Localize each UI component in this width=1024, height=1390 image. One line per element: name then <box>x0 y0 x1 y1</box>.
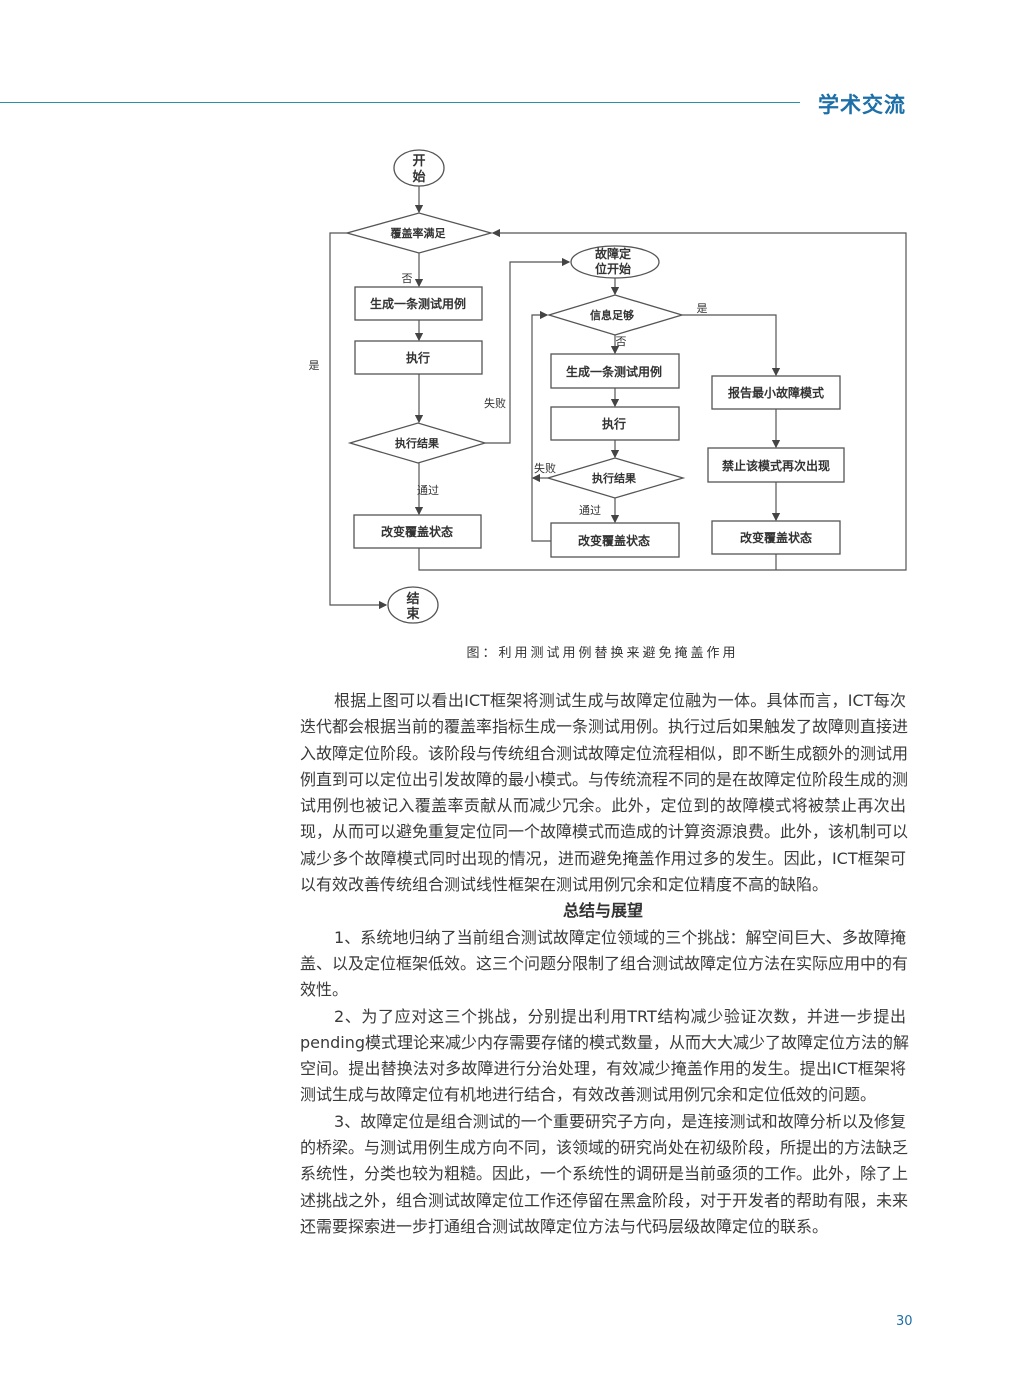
change-coverage-box <box>353 514 482 549</box>
text-line: 效性。 <box>300 980 349 1000</box>
text-line: 空间。提出替换法对多故障进行分治处理，有效减少掩盖作用的发生。提出ICT框架将 <box>300 1059 906 1079</box>
arrow-yes <box>682 314 781 377</box>
info-enough-decision <box>546 294 685 336</box>
execute-label-inner: 执行 <box>602 416 626 431</box>
execute-box-inner <box>550 406 680 441</box>
pass-label-inner: 通过 <box>579 504 601 517</box>
text-line: 减少多个故障模式同时出现的情况，进而避免掩盖作用过多的发生。因此，ICT框架可 <box>300 848 906 868</box>
text-line: 入故障定位阶段。该阶段与传统组合测试故障定位流程相似，即不断生成额外的测试用 <box>300 743 909 763</box>
section-heading: 总结与展望 <box>562 901 643 921</box>
text-line: 测试生成与故障定位有机地进行结合，有效改善测试用例冗余和定位低效的问题。 <box>300 1085 877 1105</box>
report-min-box <box>711 375 841 410</box>
change-coverage-box-right <box>711 520 841 555</box>
exec-result-label-inner: 执行结果 <box>592 471 636 485</box>
arrow-inner-loop <box>531 310 551 542</box>
change-coverage-label-inner: 改变覆盖状态 <box>578 533 650 548</box>
text-line: 1、系统地归纳了当前组合测试故障定位领域的三个挑战：解空间巨大、多故障掩 <box>334 927 906 947</box>
execute-label: 执行 <box>406 350 430 365</box>
change-coverage-label: 改变覆盖状态 <box>381 524 453 539</box>
text-line: 现，从而可以避免重复定位同一个故障模式而造成的计算资源浪费。此外，该机制可以 <box>300 822 909 842</box>
gen-case-label-inner: 生成一条测试用例 <box>566 364 662 379</box>
execute-box <box>354 340 483 375</box>
figure-caption: 图：利用测试用例替换来避免掩盖作用 <box>466 646 739 661</box>
end-label: 结 <box>406 591 419 607</box>
start-label: 开 <box>412 154 425 169</box>
info-enough-label: 信息足够 <box>590 308 634 322</box>
forbid-pattern-label: 禁止该模式再次出现 <box>722 458 830 473</box>
text-line: 述挑战之外，组合测试故障定位工作还停留在黑盒阶段，对于开发者的帮助有限，未来 <box>300 1190 909 1210</box>
gen-case-label: 生成一条测试用例 <box>370 296 466 311</box>
text-line: 还需要探索进一步打通组合测试故障定位方法与代码层级故障定位的联系。 <box>300 1216 829 1236</box>
text-line: 盖、以及定位框架低效。这三个问题分限制了组合测试故障定位方法在实际应用中的有 <box>300 953 909 973</box>
text-line: 的桥梁。与测试用例生成方向不同，该领域的研究尚处在初级阶段，所提出的方法缺乏 <box>300 1138 909 1158</box>
fail-label: 失败 <box>484 396 506 410</box>
paragraph: 3、故障定位是组合测试的一个重要研究子方向，是连接测试和故障分析以及修复 的桥梁… <box>300 1109 909 1240</box>
text-line: 试用例也被记入覆盖率贡献从而减少冗余。此外，定位到的故障模式将被禁止再次出 <box>300 796 906 816</box>
text-line: 2、为了应对这三个挑战，分别提出利用TRT结构减少验证次数，并进一步提出 <box>334 1006 906 1026</box>
arrow-loop-back <box>418 228 907 571</box>
forbid-pattern-box <box>707 447 845 483</box>
coverage-label: 覆盖率满足 <box>391 226 447 240</box>
text-line: 例直到可以定位出引发故障的最小模式。与传统流程不同的是在故障定位阶段生成的测 <box>300 769 909 789</box>
exec-result-decision-inner <box>545 457 686 499</box>
paragraph: 1、系统地归纳了当前组合测试故障定位领域的三个挑战：解空间巨大、多故障掩 盖、以… <box>300 925 909 1004</box>
fault-localization-start-node <box>570 245 660 279</box>
gen-case-box-inner <box>550 353 680 389</box>
text-line: 根据上图可以看出ICT框架将测试生成与故障定位融为一体。具体而言，ICT每次 <box>334 691 906 710</box>
paragraph: 根据上图可以看出ICT框架将测试生成与故障定位融为一体。具体而言，ICT每次 迭… <box>300 688 909 898</box>
page-number: 30 <box>896 1314 913 1329</box>
pass-label: 通过 <box>417 484 439 497</box>
arrow-fail <box>485 257 571 444</box>
flowchart: 开 始 覆盖率满足 生成一条测试用例 执行 执行结果 改变覆盖状态 结 束 故障… <box>309 149 907 624</box>
yes-label: 是 <box>309 359 320 372</box>
report-min-label: 报告最小故障模式 <box>728 385 824 400</box>
change-coverage-label-right: 改变覆盖状态 <box>740 530 812 545</box>
arrow-yes-to-end <box>329 232 388 610</box>
fl-start-label: 位开始 <box>595 261 631 276</box>
no-label: 否 <box>402 272 413 285</box>
article-body: 根据上图可以看出ICT框架将测试生成与故障定位融为一体。具体而言，ICT每次 迭… <box>300 688 910 1240</box>
exec-result-label: 执行结果 <box>395 436 439 450</box>
paragraph: 2、为了应对这三个挑战，分别提出利用TRT结构减少验证次数，并进一步提出 pen… <box>300 1004 910 1109</box>
text-line: pending模式理论来减少内存需要存储的模式数量，从而大大减少了故障定位方法的… <box>300 1032 910 1052</box>
section-title: 学术交流 <box>818 93 906 117</box>
text-line: 迭代都会根据当前的覆盖率指标生成一条测试用例。执行过后如果触发了故障则直接进 <box>300 717 909 737</box>
text-line: 以有效改善传统组合测试线性框架在测试用例冗余和定位精度不高的缺陷。 <box>300 875 829 895</box>
end-label: 束 <box>406 606 420 622</box>
coverage-decision <box>344 212 494 254</box>
gen-case-box <box>354 286 483 321</box>
start-node <box>393 149 445 187</box>
yes-label-inner: 是 <box>697 302 708 315</box>
fl-start-label: 故障定 <box>595 246 631 261</box>
start-label: 始 <box>412 169 425 185</box>
end-node <box>387 586 439 624</box>
change-coverage-box-inner <box>550 522 680 558</box>
fail-label-inner: 失败 <box>534 461 556 475</box>
no-label-inner: 否 <box>616 335 627 348</box>
text-line: 3、故障定位是组合测试的一个重要研究子方向，是连接测试和故障分析以及修复 <box>334 1111 906 1131</box>
exec-result-decision <box>347 422 488 464</box>
text-line: 系统性，分类也较为粗糙。因此，一个系统性的调研是当前亟须的工作。此外，除了上 <box>300 1164 909 1184</box>
header-rule <box>0 102 800 103</box>
